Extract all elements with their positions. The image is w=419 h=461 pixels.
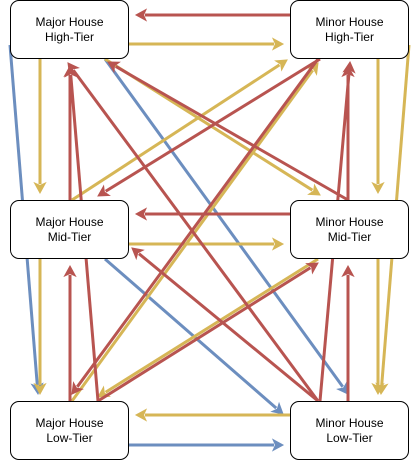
arrowhead (134, 207, 148, 221)
node-label-line2: Mid-Tier (47, 229, 92, 244)
arrowhead (107, 61, 121, 74)
edge-major-low-to-major-mid (63, 264, 77, 401)
node-label-line1: Major House (35, 14, 104, 29)
arrowhead (97, 184, 111, 197)
arrowhead (67, 62, 80, 76)
node-label-line1: Minor House (315, 415, 384, 430)
edge-line (104, 257, 278, 410)
arrowhead (307, 183, 321, 196)
edge-line (115, 65, 349, 202)
node-minor-house-mid-tier[interactable]: Minor House Mid-Tier (290, 200, 409, 259)
edge-line (97, 266, 312, 403)
arrowhead (271, 438, 285, 452)
edge-minor-low-to-minor-mid (341, 264, 355, 401)
edge-line (71, 63, 281, 202)
arrowhead (341, 264, 355, 278)
arrowhead (71, 381, 84, 395)
edge-major-low-to-minor-mid (97, 262, 319, 403)
edge-minor-low-to-major-high (67, 62, 320, 402)
arrowhead (63, 264, 77, 278)
edge-minor-low-to-major-low (134, 408, 290, 422)
node-major-house-mid-tier[interactable]: Major House Mid-Tier (10, 200, 129, 259)
arrowhead (33, 382, 47, 396)
arrowhead (134, 8, 148, 22)
edge-minor-high-to-major-high (134, 8, 290, 22)
arrowhead (271, 37, 285, 51)
arrowhead (33, 181, 47, 195)
node-minor-house-high-tier[interactable]: Minor House High-Tier (290, 0, 409, 59)
edge-minor-low-to-major-mid (131, 247, 319, 403)
node-label-line2: Low-Tier (326, 430, 373, 445)
edge-major-high-to-major-mid (33, 59, 47, 195)
edge-major-mid-to-major-low (33, 259, 47, 396)
node-label-line1: Major House (35, 415, 104, 430)
arrowhead (342, 60, 356, 74)
edge-line (137, 252, 319, 403)
edge-minor-mid-to-minor-low (371, 259, 385, 396)
node-label-line2: Low-Tier (46, 430, 93, 445)
node-label-line1: Major House (35, 214, 104, 229)
edge-major-mid-to-major-high (63, 64, 77, 200)
edge-line (76, 58, 320, 388)
edge-line (104, 257, 319, 394)
edge-minor-high-to-major-mid (97, 57, 321, 197)
edge-major-high-to-minor-high (129, 37, 285, 51)
node-major-house-low-tier[interactable]: Major House Low-Tier (10, 401, 129, 460)
node-major-house-high-tier[interactable]: Major House High-Tier (10, 0, 129, 59)
edge-line (103, 58, 344, 388)
edge-major-mid-to-minor-low (104, 257, 284, 415)
node-label-line2: High-Tier (45, 29, 94, 44)
arrowhead (271, 237, 285, 251)
node-label-line2: High-Tier (325, 29, 374, 44)
edge-line (72, 69, 320, 402)
node-minor-house-low-tier[interactable]: Minor House Low-Tier (290, 401, 409, 460)
edge-major-low-to-minor-low (129, 438, 285, 452)
arrowhead (270, 401, 284, 415)
arrowhead (131, 247, 145, 261)
edge-minor-mid-to-major-high (107, 61, 349, 202)
arrowhead (371, 382, 385, 396)
edge-minor-high-to-major-low (71, 58, 320, 395)
node-label-line1: Minor House (315, 14, 384, 29)
edge-line (70, 69, 314, 402)
arrowhead (371, 181, 385, 195)
node-label-line1: Minor House (315, 214, 384, 229)
arrowhead (134, 408, 148, 422)
edge-line (104, 57, 321, 193)
arrowhead (274, 59, 288, 72)
edge-minor-mid-to-major-mid (134, 207, 290, 221)
node-label-line2: Mid-Tier (327, 229, 372, 244)
edge-minor-high-to-minor-mid (371, 59, 385, 195)
edge-major-mid-to-minor-high (71, 59, 288, 202)
arrowhead (305, 262, 319, 275)
